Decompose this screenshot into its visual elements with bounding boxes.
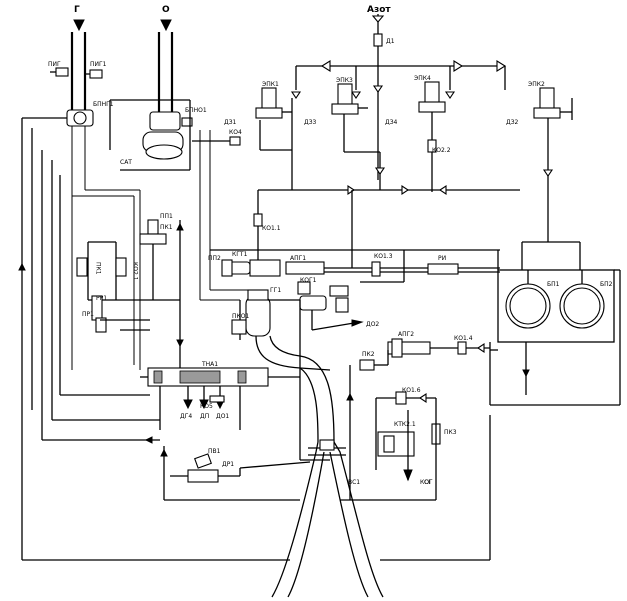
dz2-label: ДЗ2	[506, 119, 519, 126]
do2-label: ДО2	[366, 321, 379, 328]
ri-label: РИ	[438, 255, 446, 262]
pr1v-label: РР1	[96, 295, 107, 302]
oxidizer-inlet-label: О	[162, 5, 170, 15]
bp2-label: БП2	[600, 281, 613, 288]
pk2-label: ПК2	[362, 351, 375, 358]
ko11-label: КО1.1	[262, 225, 281, 232]
ko21-label: КО2.1	[132, 262, 139, 281]
pr1-label: ПР1	[82, 311, 94, 318]
pk1-label: ПК1	[160, 224, 173, 231]
dg4-label: ДГ4	[180, 413, 192, 420]
epk2-label: ЭПК2	[528, 81, 545, 88]
dr1-label: ДР1	[222, 461, 234, 468]
outer-loop-lines	[18, 99, 290, 561]
pv1-dr1-assembly	[160, 446, 311, 501]
pk3-label: ПК3	[444, 429, 457, 436]
ko16-label: КО1.6	[402, 387, 421, 394]
dz1-label: ДЗ1	[224, 119, 237, 126]
ko13-label: КО1.3	[374, 253, 393, 260]
engine-nozzle	[255, 335, 384, 598]
kog1-label: КОГ1	[300, 277, 317, 284]
pp1-label: ПП1	[160, 213, 173, 220]
kgt1-label: КГТ1	[232, 251, 248, 258]
control-lines	[259, 120, 386, 461]
pv1-label: ПВ1	[208, 448, 221, 455]
tna1-label: ТНА1	[201, 361, 218, 368]
oxidizer-inlet-line	[157, 19, 174, 112]
vs1-label: ВС1	[348, 479, 360, 486]
do1-label: ДО1	[216, 413, 229, 420]
fuel-inlet-label: Г	[74, 5, 80, 15]
epk3-label: ЭПК3	[336, 77, 353, 84]
epk3-valve	[331, 83, 380, 153]
nitrogen-line	[290, 14, 507, 180]
oxidizer-feed-line	[199, 130, 250, 301]
ko5-label: КО5	[200, 403, 213, 410]
bp1-label: БП1	[547, 281, 560, 288]
sat-label: САТ	[120, 159, 132, 166]
epk4-label: ЭПК4	[414, 75, 431, 82]
epk2-valve	[533, 87, 573, 172]
pig-label: ПИГ	[48, 61, 61, 68]
dp-label: ДП	[200, 413, 209, 420]
nitrogen-inlet-label: Азот	[367, 5, 391, 15]
kog-label: КОГ	[420, 479, 433, 486]
turbopump-tna1	[140, 367, 300, 430]
epk4-valve	[418, 81, 446, 192]
epk1-valve	[255, 87, 293, 150]
pp2-label: ПП2	[208, 255, 221, 262]
pkl-label: ПК1	[95, 262, 102, 275]
bpno1-label: БПНО1	[185, 107, 207, 114]
apg2-ktk-cluster	[340, 269, 621, 561]
fuel-inlet-line	[70, 19, 87, 110]
ko22-label: КО2.2	[432, 147, 451, 154]
ko4-label: КО4	[229, 129, 242, 136]
pressure-tanks	[490, 169, 615, 395]
d1-label: Д1	[386, 38, 395, 45]
dz4-label: ДЗ4	[385, 119, 398, 126]
ktk21-label: КТК2.1	[394, 421, 416, 428]
epk1-label: ЭПК1	[262, 81, 279, 88]
apg2-label: АПГ2	[398, 331, 414, 338]
ko14-label: КО1.4	[454, 335, 473, 342]
sg-label: СГ	[424, 479, 432, 486]
pig-components	[50, 67, 241, 160]
pko1-label: ПКО1	[232, 313, 249, 320]
fuel-feed-line	[71, 126, 141, 370]
dz3-label: ДЗ3	[304, 119, 317, 126]
gas-generator-cluster	[210, 184, 520, 340]
regulator-block	[76, 219, 184, 380]
gg1-label: ГГ1	[270, 287, 281, 294]
apg1-label: АПГ1	[290, 255, 306, 262]
bpng1-label: БПНГ1	[93, 101, 114, 108]
pig1-label: ПИГ1	[90, 61, 107, 68]
